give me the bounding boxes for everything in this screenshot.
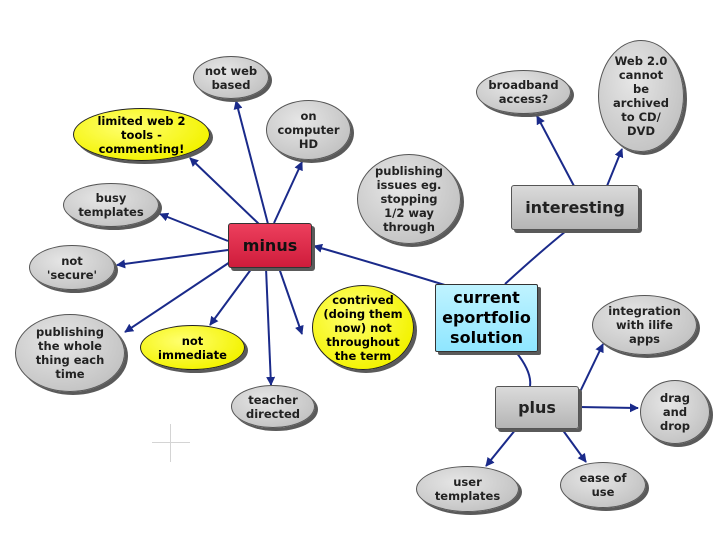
connector-minus-to-teacher-directed (265, 267, 276, 386)
node-user-templates[interactable]: user templates (416, 466, 519, 512)
connector-current-to-plus (515, 351, 532, 387)
node-on-computer-hd[interactable]: on computer HD (266, 100, 351, 160)
node-ease-of-use[interactable]: ease of use (560, 462, 646, 508)
node-limited-web2-tools[interactable]: limited web 2 tools - commenting! (73, 108, 210, 161)
connector-minus-to-not-web-based (233, 100, 269, 225)
node-teacher-directed[interactable]: teacher directed (231, 385, 315, 428)
connector-plus-to-drag-drop (578, 403, 639, 413)
connector-interesting-to-broadband (536, 115, 575, 187)
node-drag-and-drop[interactable]: drag and drop (640, 380, 710, 444)
connector-plus-to-ease-of-use (561, 428, 587, 463)
node-current-eportfolio[interactable]: current eportfolio solution (435, 284, 538, 352)
node-publishing-whole-thing[interactable]: publishing the whole thing each time (15, 314, 125, 392)
node-interesting[interactable]: interesting (511, 185, 639, 230)
node-busy-templates[interactable]: busy templates (63, 183, 159, 227)
node-not-web-based[interactable]: not web based (193, 56, 269, 99)
crosshair-mark (152, 424, 190, 462)
connector-minus-to-limited-web2 (189, 157, 261, 226)
node-publishing-issues[interactable]: publishing issues eg. stopping 1/2 way t… (357, 154, 461, 244)
connector-minus-to-publishing-whole (124, 261, 231, 333)
connector-interesting-to-web20 (606, 148, 624, 187)
connector-minus-to-contrived (278, 267, 304, 335)
connector-current-to-interesting (504, 230, 567, 285)
connector-minus-to-not-secure (116, 249, 229, 269)
connector-minus-to-busy-templates (159, 212, 229, 242)
node-broadband-access[interactable]: broadband access? (476, 70, 571, 114)
node-web20-archive[interactable]: Web 2.0 cannot be archived to CD/ DVD (598, 40, 684, 152)
connector-current-to-minus (313, 243, 449, 287)
node-minus[interactable]: minus (228, 223, 312, 268)
connector-plus-to-user-templates (485, 428, 517, 467)
node-integration-ilife[interactable]: integration with ilife apps (592, 295, 697, 355)
connector-minus-to-not-immediate (209, 267, 253, 326)
node-not-secure[interactable]: not 'secure' (29, 245, 115, 290)
node-plus[interactable]: plus (495, 386, 579, 429)
connector-plus-to-integration (577, 343, 604, 397)
node-contrived[interactable]: contrived (doing them now) not throughou… (312, 285, 414, 370)
connector-minus-to-on-computer-hd (273, 161, 303, 224)
node-not-immediate[interactable]: not immediate (140, 325, 245, 370)
